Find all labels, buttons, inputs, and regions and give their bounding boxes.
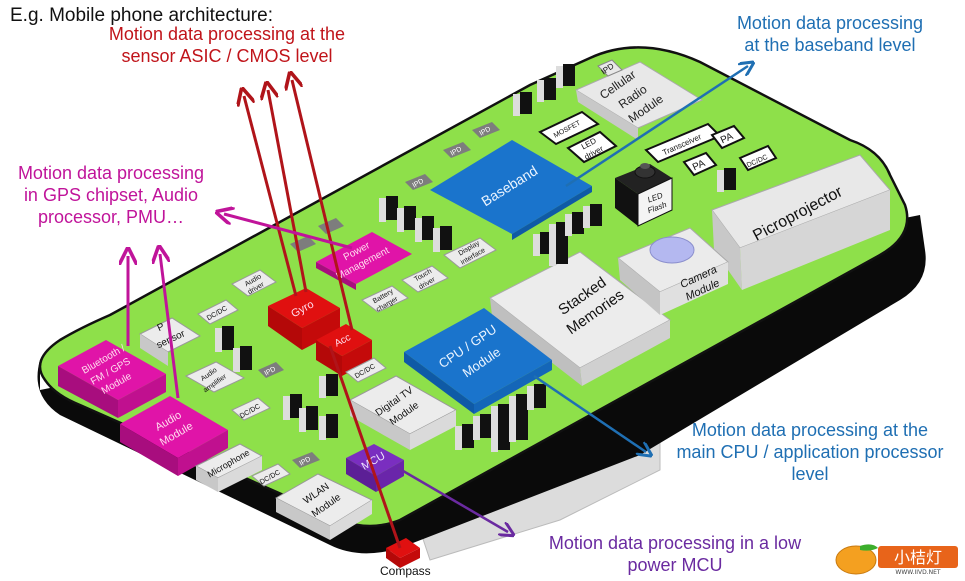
capacitor-group-middle xyxy=(283,374,338,440)
capacitor-group-baseband-left xyxy=(379,196,452,252)
ipd-chip-5 xyxy=(318,218,344,234)
svg-text:PA: PA xyxy=(719,131,735,146)
power-management-chip: Power Management xyxy=(316,232,412,290)
annotation-cpu-line-3: level xyxy=(791,463,829,484)
annotation-gps-audio-pmu: Motion data processing in GPS chipset, A… xyxy=(8,163,214,229)
annotation-baseband-line-1: Motion data processing xyxy=(736,13,924,33)
battery-charger-chip: Battery charger xyxy=(361,285,409,314)
capacitor-group-top xyxy=(513,64,575,116)
annotation-mcu-line-1: Motion data processing in a low xyxy=(548,533,802,553)
camera-module-chip: Camera Module xyxy=(617,227,729,315)
picoprojector-chip: Picroprojector xyxy=(711,154,891,290)
capacitor-group-audio xyxy=(215,326,252,372)
capacitor-group-baseband-right xyxy=(533,204,602,266)
watermark-url: WWW.IIVD.NET xyxy=(895,569,940,576)
wlan-module-chip: WLAN Module xyxy=(274,473,374,540)
annotation-sensor-asic: Motion data processing at the sensor ASI… xyxy=(92,24,362,68)
arrow-main-cpu xyxy=(533,374,646,452)
gyro-chip: Gyro xyxy=(268,288,340,350)
digital-tv-chip: Digital TV Module xyxy=(348,375,458,450)
watermark-text: 小桔灯 xyxy=(894,548,942,567)
arrow-low-power-mcu xyxy=(397,466,508,532)
annotation-mcu-line-2: power MCU xyxy=(627,554,723,575)
annotation-gps-line-2: in GPS chipset, Audio xyxy=(23,184,199,205)
ipd-chip-6: IPD xyxy=(258,362,284,378)
compass-chip xyxy=(386,538,420,568)
ipd-chip-7: IPD xyxy=(292,452,320,468)
compass-label: Compass xyxy=(380,564,431,578)
leaf-icon xyxy=(860,544,878,551)
annotation-low-power-mcu: Motion data processing in a low power MC… xyxy=(530,533,820,577)
ipd-chip-1: IPD xyxy=(405,174,433,190)
annotation-cpu-line-2: main CPU / application processor xyxy=(676,441,944,462)
annotation-baseband-line-2: at the baseband level xyxy=(744,34,916,55)
annotation-sensor-asic-line-2: sensor ASIC / CMOS level xyxy=(121,45,333,66)
ipd-chip-cellular: IPD xyxy=(597,59,623,77)
annotation-baseband: Motion data processing at the baseband l… xyxy=(720,13,940,57)
mosfet-chip: MOSFET xyxy=(538,110,600,146)
capacitor-picoprojector xyxy=(717,168,736,192)
annotation-main-cpu: Motion data processing at the main CPU /… xyxy=(660,420,960,486)
annotation-gps-line-1: Motion data processing xyxy=(17,163,205,183)
bluetooth-gps-chip: Bluetooth / FM / GPS Module xyxy=(58,340,166,418)
ipd-chip-2: IPD xyxy=(443,142,471,158)
stacked-memories-chip: Stacked Memories xyxy=(489,251,671,386)
svg-text:IPD: IPD xyxy=(411,178,425,190)
pa-chip-2: PA xyxy=(682,151,718,177)
annotation-cpu-line-1: Motion data processing at the xyxy=(691,420,929,440)
dcdc-chip-acc: DC/DC xyxy=(345,357,387,383)
svg-text:IPD: IPD xyxy=(263,366,277,378)
page-title: E.g. Mobile phone architecture: xyxy=(10,5,273,26)
arrows-gps-audio-pmu xyxy=(128,214,353,399)
cpu-gpu-chip: CPU / GPU Module xyxy=(404,308,552,414)
dcdc-chip-left-1: DC/DC xyxy=(197,299,239,325)
watermark-logo: 小桔灯 WWW.IIVD.NET xyxy=(832,540,960,576)
svg-text:IPD: IPD xyxy=(298,456,312,468)
capacitor-group-cpu xyxy=(455,384,546,452)
pa-chip-1: PA xyxy=(710,124,746,150)
baseband-chip: Baseband xyxy=(430,140,592,240)
svg-text:PA: PA xyxy=(691,158,707,173)
camera-lens-icon xyxy=(649,236,695,264)
svg-text:IPD: IPD xyxy=(478,126,492,138)
ipd-chip-3: IPD xyxy=(472,122,500,138)
mcu-chip: MCU xyxy=(346,444,404,492)
annotation-sensor-asic-line-1: Motion data processing at the xyxy=(108,24,346,44)
audio-module-chip: Audio Module xyxy=(120,396,228,476)
svg-text:IPD: IPD xyxy=(449,146,463,158)
orange-fruit-icon xyxy=(835,545,877,575)
arrows-sensor-asic xyxy=(244,80,402,549)
arrow-baseband xyxy=(565,66,748,188)
led-flash-chip: LED Flash xyxy=(615,163,673,227)
svg-text:P: P xyxy=(156,321,167,334)
annotation-gps-line-3: processor, PMU… xyxy=(37,206,185,227)
audio-amplifier-chip: Audio amplifier xyxy=(184,361,246,394)
